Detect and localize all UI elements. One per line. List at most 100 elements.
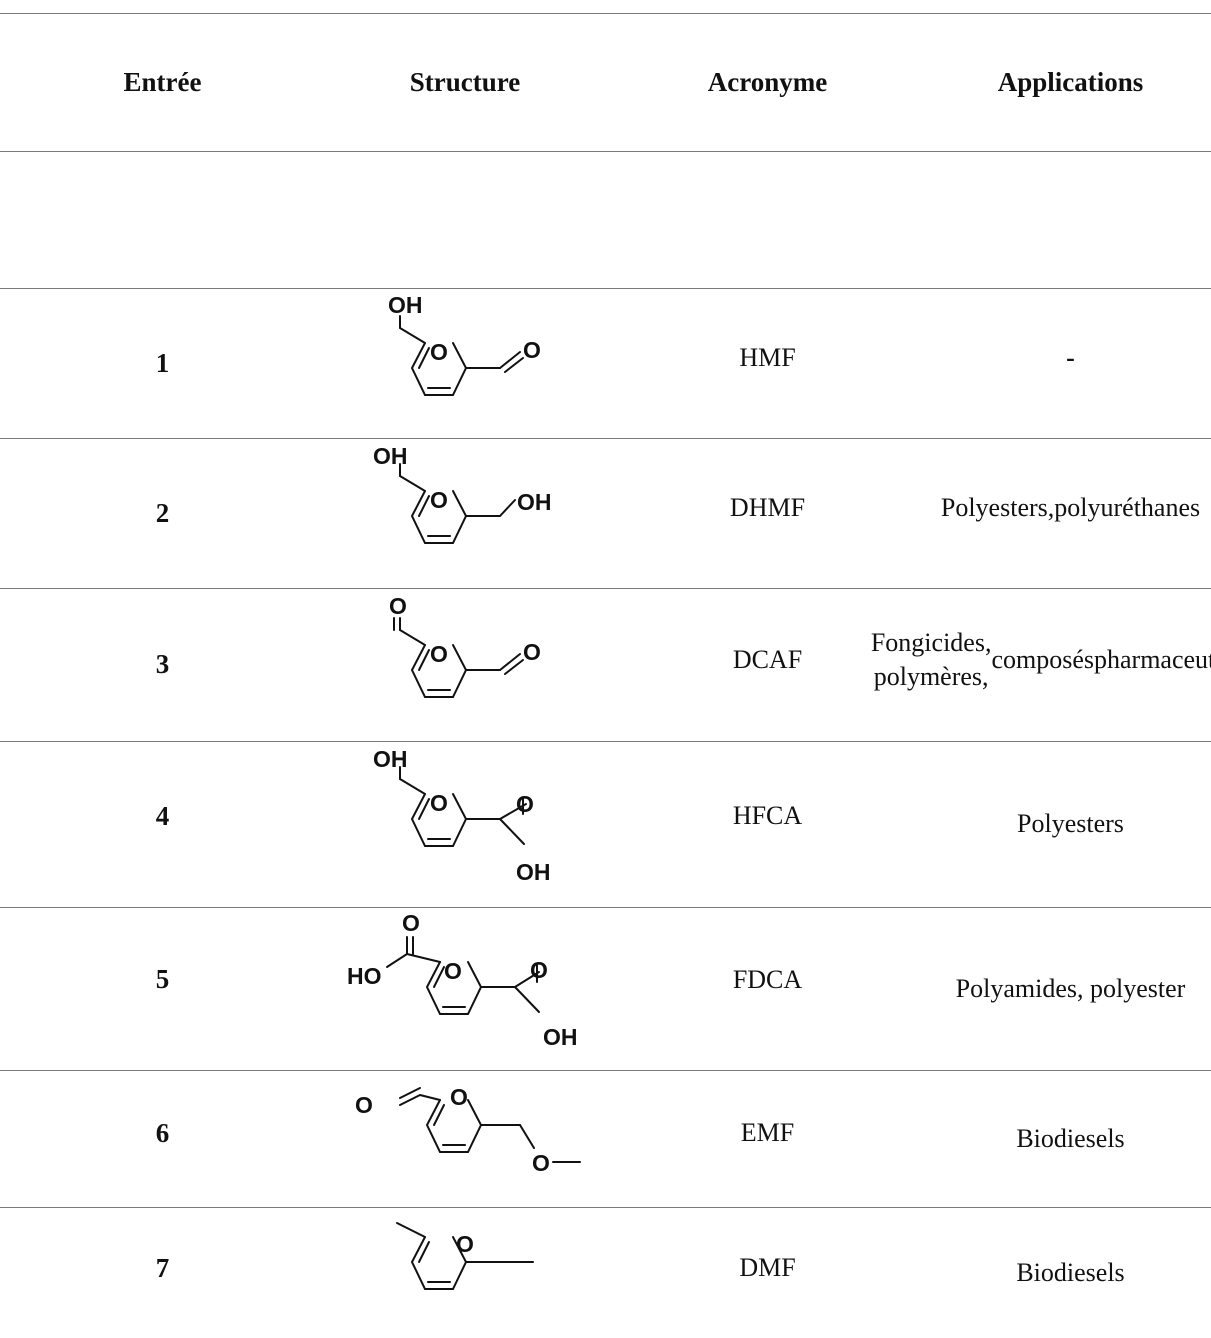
double-bond (504, 659, 524, 675)
ring-bond (410, 490, 468, 544)
ring-double-bond (433, 1104, 445, 1126)
row-7-entry: 7 (155, 1252, 170, 1283)
application-line: Fongicides, polymères, (870, 627, 992, 691)
row-5-acronym: FDCA (732, 964, 803, 994)
bond (499, 803, 527, 820)
row-divider (0, 1207, 1211, 1208)
application-line: composés (991, 644, 1094, 674)
bond (499, 351, 521, 369)
oh-label-2: OH (517, 489, 552, 515)
ho-label: HO (347, 963, 382, 989)
ring-oxygen-label: O (430, 487, 448, 513)
bond (399, 629, 426, 646)
row-1-acronym: HMF (739, 343, 796, 372)
bond (399, 475, 426, 492)
bond (499, 499, 516, 517)
ring-double-bond (418, 347, 430, 369)
ring-bond (410, 793, 468, 847)
application-line: Polyesters (1017, 809, 1124, 838)
table-top-rule (0, 13, 1211, 14)
bond (499, 818, 525, 845)
bond (519, 1124, 535, 1149)
row-4-entry: 4 (155, 800, 170, 831)
carbonyl-oxygen-label: O (402, 910, 420, 936)
application-line: Biodiesels (1016, 1257, 1125, 1287)
bond (499, 653, 521, 671)
row-3-entry: 3 (155, 649, 170, 679)
application-line: Biodiesels (1016, 1123, 1125, 1153)
row-1-structure: OH O O (388, 292, 541, 396)
row-3-applications: Fongicides, polymères, composés pharmace… (871, 588, 1211, 731)
row-divider (0, 741, 1211, 742)
ring-bond (410, 1236, 468, 1290)
ring-bond (410, 342, 468, 396)
aldehyde-oxygen-label: O (355, 1092, 373, 1118)
carbonyl-oxygen-label: O (516, 791, 534, 817)
row-6-entry: 6 (155, 1117, 170, 1148)
row-divider (0, 588, 1211, 589)
bond (386, 953, 408, 968)
bond (419, 1094, 441, 1101)
ring-double-bond (418, 495, 430, 517)
application-line: pharmaceutiques (1094, 644, 1211, 674)
ring-bond (425, 961, 483, 1015)
row-divider (0, 438, 1211, 439)
row-1-applications: - (930, 288, 1211, 428)
ring-oxygen-label: O (430, 790, 448, 816)
row-2-acronym: DHMF (729, 493, 806, 522)
acid-oh-label: OH (516, 859, 551, 885)
ring-oxygen-label: O (444, 958, 462, 984)
row-7-applications: Biodiesels (930, 1207, 1211, 1338)
ring-double-bond (418, 649, 430, 671)
ring-oxygen-label: O (456, 1231, 474, 1257)
row-5-entry: 5 (155, 964, 170, 994)
bond (399, 327, 426, 344)
oh-label: OH (373, 746, 408, 772)
header-entry: Entrée (123, 66, 202, 97)
row-2-entry: 2 (155, 497, 170, 528)
row-1-entry: 1 (155, 347, 170, 378)
carbonyl-oxygen-label-2: O (523, 639, 541, 665)
row-divider (0, 1070, 1211, 1071)
header-applications: Applications (997, 66, 1144, 97)
row-5-applications: Polyamides, polyester (930, 907, 1211, 1070)
row-6-applications: Biodiesels (930, 1070, 1211, 1207)
ring-oxygen-label: O (450, 1084, 468, 1110)
row-4-applications: Polyesters (930, 741, 1211, 907)
double-bond (399, 1087, 421, 1099)
ring-double-bond (418, 1241, 430, 1263)
oh-label: OH (388, 292, 423, 318)
bond (514, 971, 540, 988)
row-2-applications: Polyesters, polyuréthanes (930, 438, 1211, 578)
carbonyl-oxygen-label-2: O (530, 957, 548, 983)
row-divider (0, 907, 1211, 908)
row-4-acronym: HFCA (732, 801, 803, 830)
carbonyl-oxygen-label: O (389, 593, 407, 619)
row-divider (0, 288, 1211, 289)
row-5-structure: O HO O O OH (347, 910, 578, 1050)
ring-oxygen-label: O (430, 641, 448, 667)
row-3-acronym: DCAF (732, 644, 803, 674)
row-3-structure: O O O (389, 593, 541, 698)
ring-oxygen-label: O (430, 339, 448, 365)
row-6-acronym: EMF (740, 1118, 795, 1147)
row-6-structure: O O O (355, 1084, 581, 1176)
bond (399, 778, 426, 795)
header-structure: Structure (409, 66, 521, 97)
ring-bond (410, 644, 468, 698)
application-line: polyuréthanes (1054, 493, 1201, 522)
bond (406, 953, 441, 963)
row-2-structure: OH O OH (373, 443, 552, 544)
double-bond (504, 357, 524, 373)
header-acronym: Acronyme (707, 66, 828, 97)
application-line: - (1066, 343, 1075, 372)
row-4-structure: OH O O OH (373, 746, 551, 885)
application-line: Polyamides, polyester (955, 973, 1186, 1003)
bond (514, 986, 540, 1013)
ether-oxygen-label: O (532, 1150, 550, 1176)
ring-bond (425, 1099, 483, 1153)
row-7-acronym: DMF (739, 1253, 796, 1282)
ring-double-bond (418, 798, 430, 820)
ring-double-bond (433, 966, 445, 988)
application-line: Polyesters, (940, 493, 1055, 522)
